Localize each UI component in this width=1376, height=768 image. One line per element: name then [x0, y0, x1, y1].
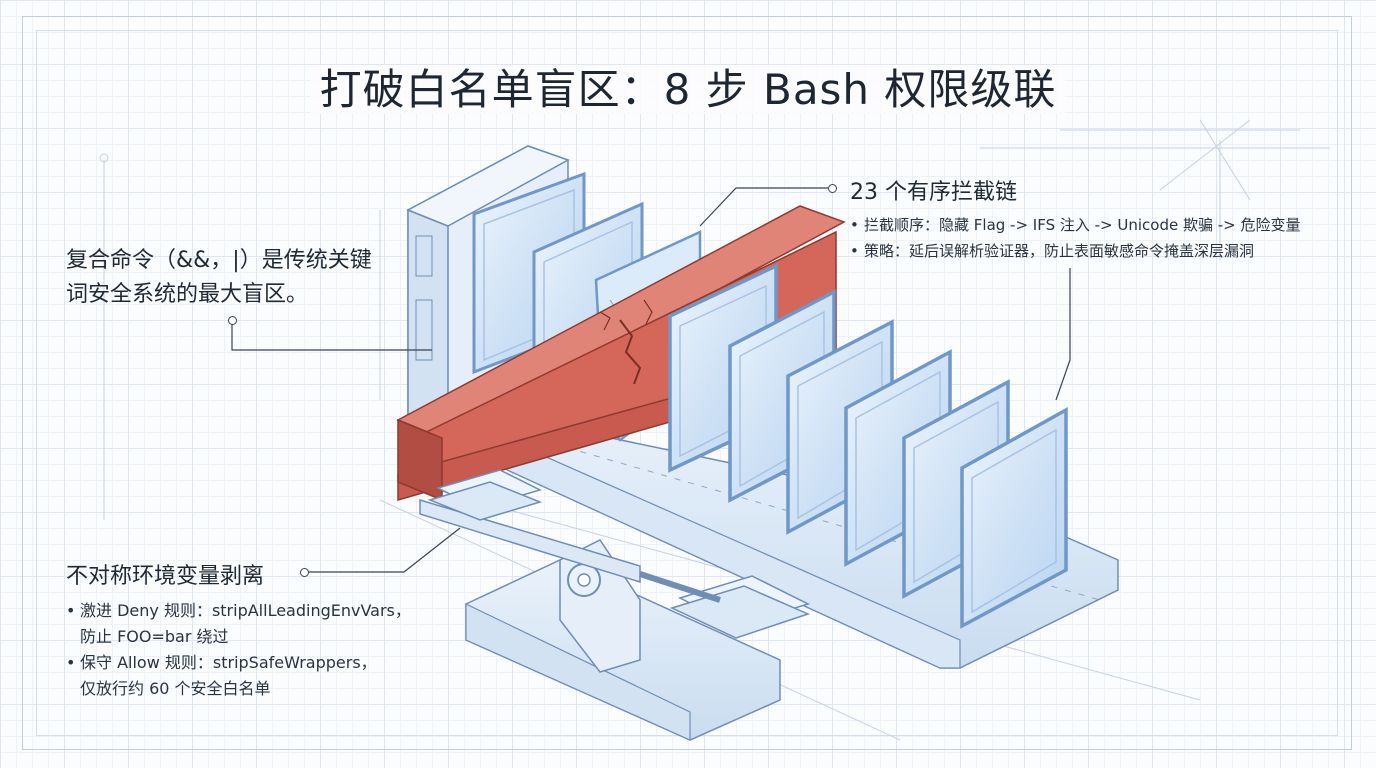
leader-dot-env	[300, 568, 309, 577]
chain-item-strategy: • 策略：延后误解析验证器，防止表面敏感命令掩盖深层漏洞	[850, 238, 1350, 264]
leader-lines	[231, 187, 1071, 573]
callout-line-1: 复合命令（&&，|）是传统关键	[66, 248, 372, 273]
env-item-deny: •激进 Deny 规则：stripAllLeadingEnvVars， 防止 F…	[66, 598, 486, 650]
env-item-allow: •保守 Allow 规则：stripSafeWrappers， 仅放行约 60 …	[66, 650, 486, 702]
balance-scale	[419, 469, 811, 741]
env-item-allow-line1: 保守 Allow 规则：stripSafeWrappers，	[80, 653, 377, 672]
env-item-deny-line1: 激进 Deny 规则：stripAllLeadingEnvVars，	[80, 601, 411, 620]
callout-line-2: 词安全系统的最大盲区。	[66, 282, 309, 307]
page-title-text: 打破白名单盲区：8 步 Bash 权限级联	[309, 65, 1067, 114]
leader-dot-left	[228, 316, 237, 325]
chain-heading: 23 个有序拦截链	[850, 180, 1017, 205]
chain-item-strategy-text: 策略：延后误解析验证器，防止表面敏感命令掩盖深层漏洞	[864, 242, 1255, 260]
bullet-icon: •	[850, 242, 859, 260]
page-title: 打破白名单盲区：8 步 Bash 权限级联	[0, 56, 1376, 117]
interception-chain-callout: 23 个有序拦截链 • 拦截顺序：隐藏 Flag -> IFS 注入 -> Uni…	[850, 174, 1350, 264]
compound-command-callout: 复合命令（&&，|）是传统关键 词安全系统的最大盲区。	[66, 244, 416, 312]
env-item-deny-line2: 防止 FOO=bar 绕过	[80, 627, 229, 646]
leader-dot-chain	[828, 184, 837, 193]
bullet-icon: •	[66, 653, 76, 672]
bullet-icon: •	[66, 601, 76, 620]
rail-base	[418, 399, 1119, 669]
chain-item-order: • 拦截顺序：隐藏 Flag -> IFS 注入 -> Unicode 欺骗 ->…	[850, 212, 1350, 238]
chain-item-order-text: 拦截顺序：隐藏 Flag -> IFS 注入 -> Unicode 欺骗 -> …	[864, 216, 1301, 234]
outer-frame	[22, 16, 1352, 750]
bullet-icon: •	[850, 216, 859, 234]
env-item-allow-line2: 仅放行约 60 个安全白名单	[80, 679, 271, 698]
glass-pane-8	[960, 407, 1068, 629]
env-strip-callout: 不对称环境变量剥离 •激进 Deny 规则：stripAllLeadingEnv…	[66, 558, 486, 702]
env-heading: 不对称环境变量剥离	[66, 564, 265, 589]
